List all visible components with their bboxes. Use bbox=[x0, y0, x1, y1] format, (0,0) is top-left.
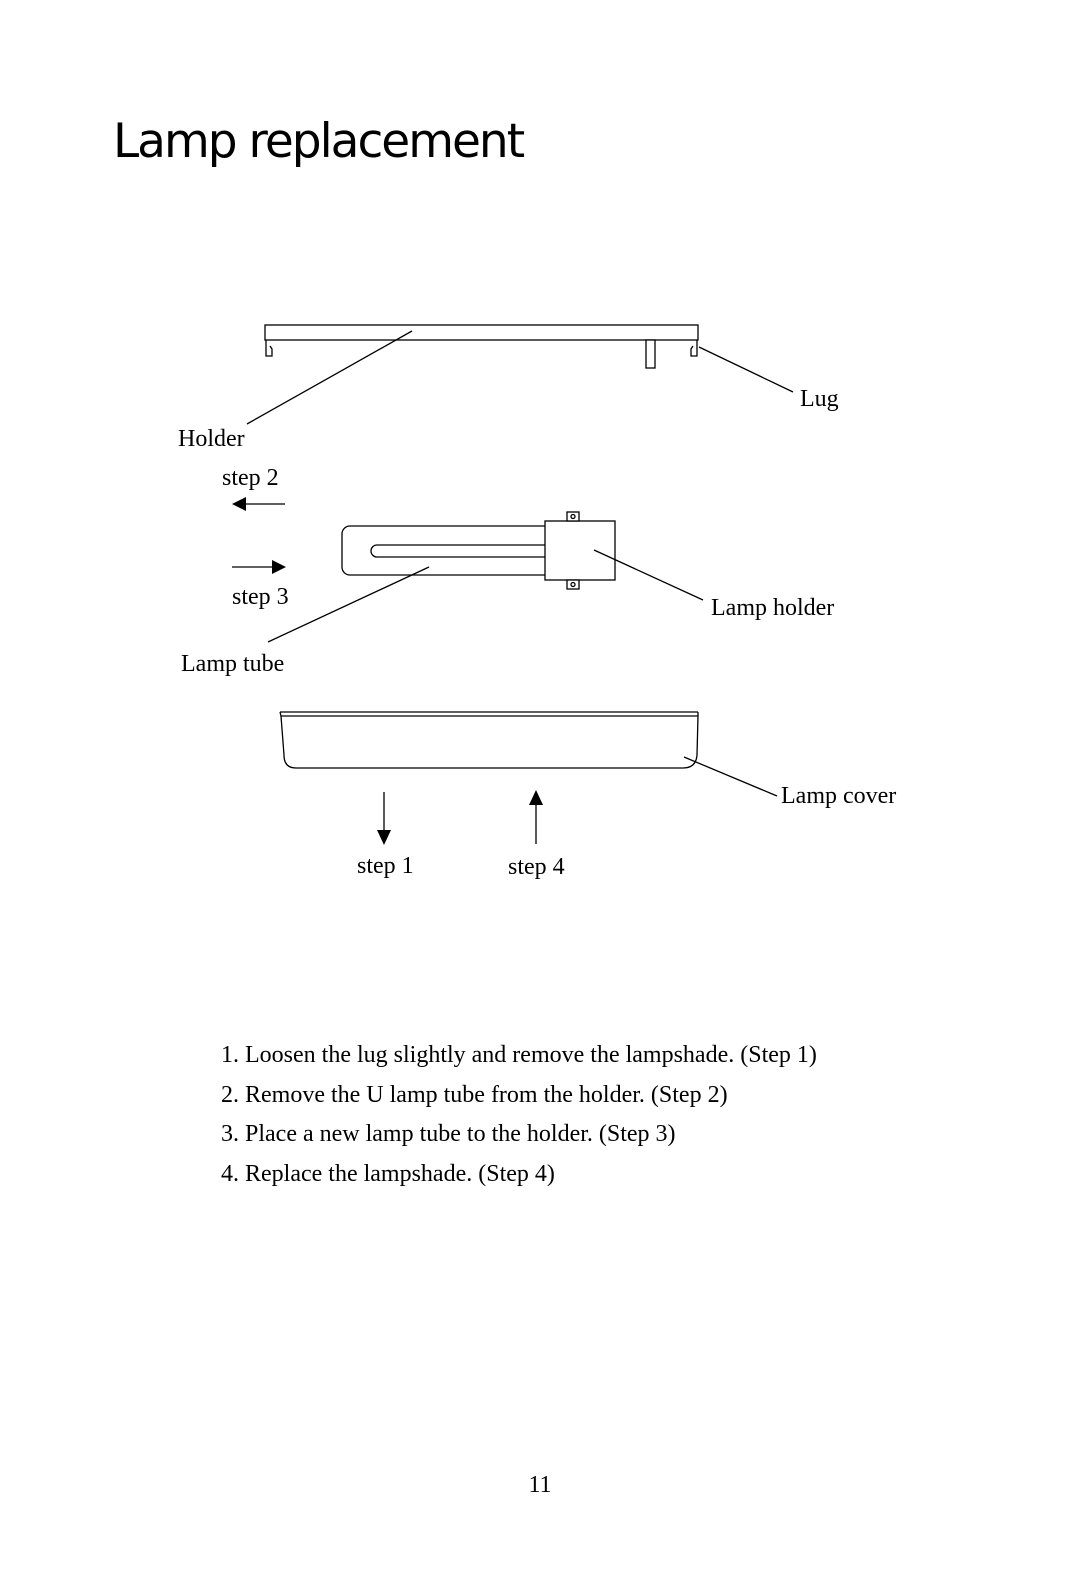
leader-lines bbox=[246, 330, 794, 797]
instruction-number: 3. bbox=[221, 1121, 239, 1147]
page-title: Lamp replacement bbox=[113, 114, 525, 169]
step2-arrowhead bbox=[232, 497, 246, 511]
instruction-number: 1. bbox=[221, 1042, 239, 1068]
lamp-cover-shape bbox=[279, 711, 699, 769]
step3-label: step 3 bbox=[232, 584, 289, 610]
step1-arrowhead bbox=[377, 830, 391, 845]
step4-arrowhead bbox=[529, 790, 543, 805]
instruction-item: 3. Place a new lamp tube to the holder. … bbox=[221, 1119, 817, 1159]
instruction-item: 2. Remove the U lamp tube from the holde… bbox=[221, 1080, 817, 1120]
instruction-text: Replace the lampshade. (Step 4) bbox=[245, 1160, 555, 1187]
step4-label: step 4 bbox=[508, 854, 565, 880]
lug-label: Lug bbox=[800, 386, 839, 412]
lamp-tube-label: Lamp tube bbox=[181, 651, 285, 677]
step3-arrowhead bbox=[272, 560, 286, 574]
page-number: 11 bbox=[528, 1472, 552, 1498]
lamp-tube-shape bbox=[341, 525, 553, 576]
lamp-holder-shape bbox=[544, 511, 616, 590]
holder-label: Holder bbox=[178, 426, 245, 452]
instruction-text: Remove the U lamp tube from the holder. … bbox=[245, 1081, 728, 1108]
instruction-list: 1. Loosen the lug slightly and remove th… bbox=[221, 1040, 817, 1198]
instruction-item: 1. Loosen the lug slightly and remove th… bbox=[221, 1040, 817, 1080]
instruction-text: Loosen the lug slightly and remove the l… bbox=[245, 1042, 817, 1068]
step2-label: step 2 bbox=[222, 465, 279, 491]
lamp-cover-label: Lamp cover bbox=[781, 783, 897, 809]
instruction-item: 4. Replace the lampshade. (Step 4) bbox=[221, 1159, 817, 1199]
instruction-text: Place a new lamp tube to the holder. (St… bbox=[245, 1121, 676, 1147]
lamp-holder-label: Lamp holder bbox=[711, 595, 835, 621]
instruction-number: 4. bbox=[221, 1160, 239, 1187]
step-arrows bbox=[232, 503, 537, 844]
step1-label: step 1 bbox=[357, 853, 414, 879]
holder-bar bbox=[264, 324, 699, 369]
instruction-number: 2. bbox=[221, 1081, 239, 1108]
